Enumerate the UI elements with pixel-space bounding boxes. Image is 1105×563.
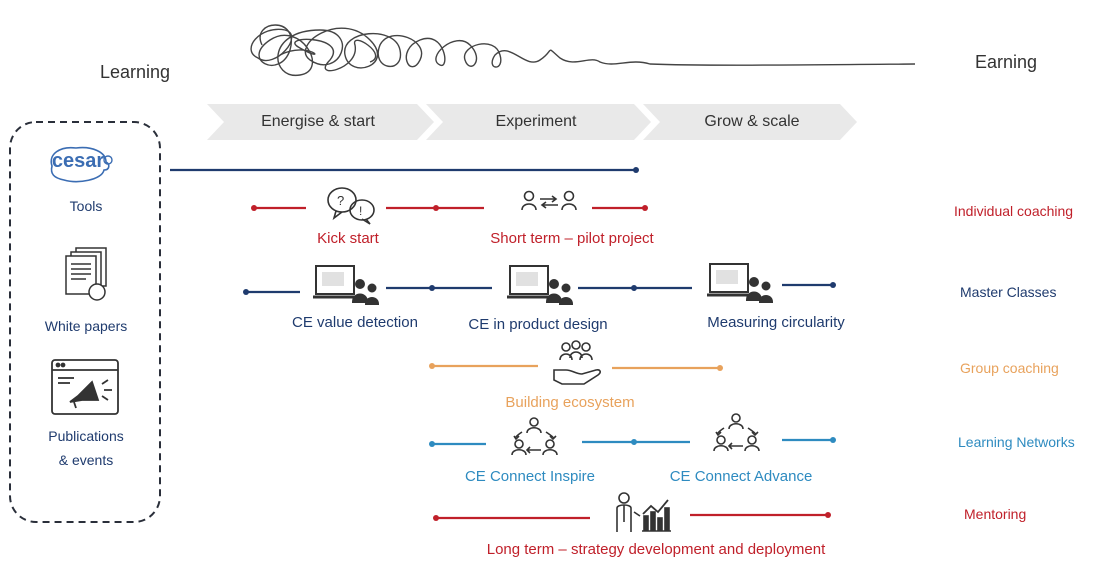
classroom-icon (507, 265, 574, 305)
chevron-experiment (426, 104, 651, 140)
learning-networks-label: Learning Networks (958, 434, 1075, 450)
document-stack-icon (65, 247, 107, 301)
people-exchange-icon (521, 190, 577, 211)
row-individual-coaching-lines (251, 205, 648, 211)
question-speech-icon: ? ! (327, 187, 375, 225)
hand-group-icon (553, 340, 601, 385)
svg-text:!: ! (359, 204, 362, 218)
chevron-energise (207, 104, 434, 140)
mentor-chart-icon (616, 492, 671, 532)
group-coaching-label: Group coaching (960, 360, 1059, 376)
master-classes-label: Master Classes (960, 284, 1057, 300)
row-master-classes-lines (243, 282, 836, 295)
network-cycle-icon (511, 417, 558, 456)
kick-start-label: Kick start (317, 230, 379, 247)
network-cycle-icon (713, 413, 760, 452)
ce-connect-advance-label: CE Connect Advance (669, 468, 813, 485)
learning-label: Learning (100, 62, 171, 82)
ce-product-design-label: CE in product design (468, 316, 608, 333)
events-label: & events (58, 452, 114, 468)
earning-label: Earning (975, 52, 1038, 72)
tools-label: Tools (69, 198, 103, 214)
ce-value-detection-label: CE value detection (292, 314, 418, 331)
row-learning-networks-lines (429, 437, 836, 447)
cesar-logo-icon (50, 146, 113, 183)
chevron-grow (643, 104, 857, 140)
scribble-line (250, 24, 916, 76)
phase-chevrons (207, 104, 857, 140)
long-term-label: Long term – strategy development and dep… (486, 541, 826, 558)
phase-experiment-label: Experiment (495, 113, 577, 130)
svg-text:?: ? (337, 193, 344, 208)
individual-coaching-label: Individual coaching (954, 203, 1074, 219)
publications-label: Publications (48, 428, 124, 444)
ce-connect-inspire-label: CE Connect Inspire (464, 468, 596, 485)
phase-energise-label: Energise & start (261, 113, 375, 130)
tools-panel-border (9, 121, 161, 523)
classroom-icon (313, 265, 380, 305)
building-ecosystem-label: Building ecosystem (505, 394, 635, 411)
mentoring-label: Mentoring (964, 506, 1027, 522)
measuring-circularity-label: Measuring circularity (707, 314, 845, 331)
row-group-coaching-lines (429, 363, 723, 371)
megaphone-icon (51, 359, 119, 415)
classroom-icon (707, 263, 774, 303)
pilot-project-label: Short term – pilot project (490, 230, 654, 247)
cesar-logo-text: cesar (51, 150, 105, 172)
white-papers-label: White papers (44, 318, 128, 334)
phase-grow-label: Grow & scale (704, 113, 800, 130)
row-mentoring-lines (433, 512, 831, 521)
